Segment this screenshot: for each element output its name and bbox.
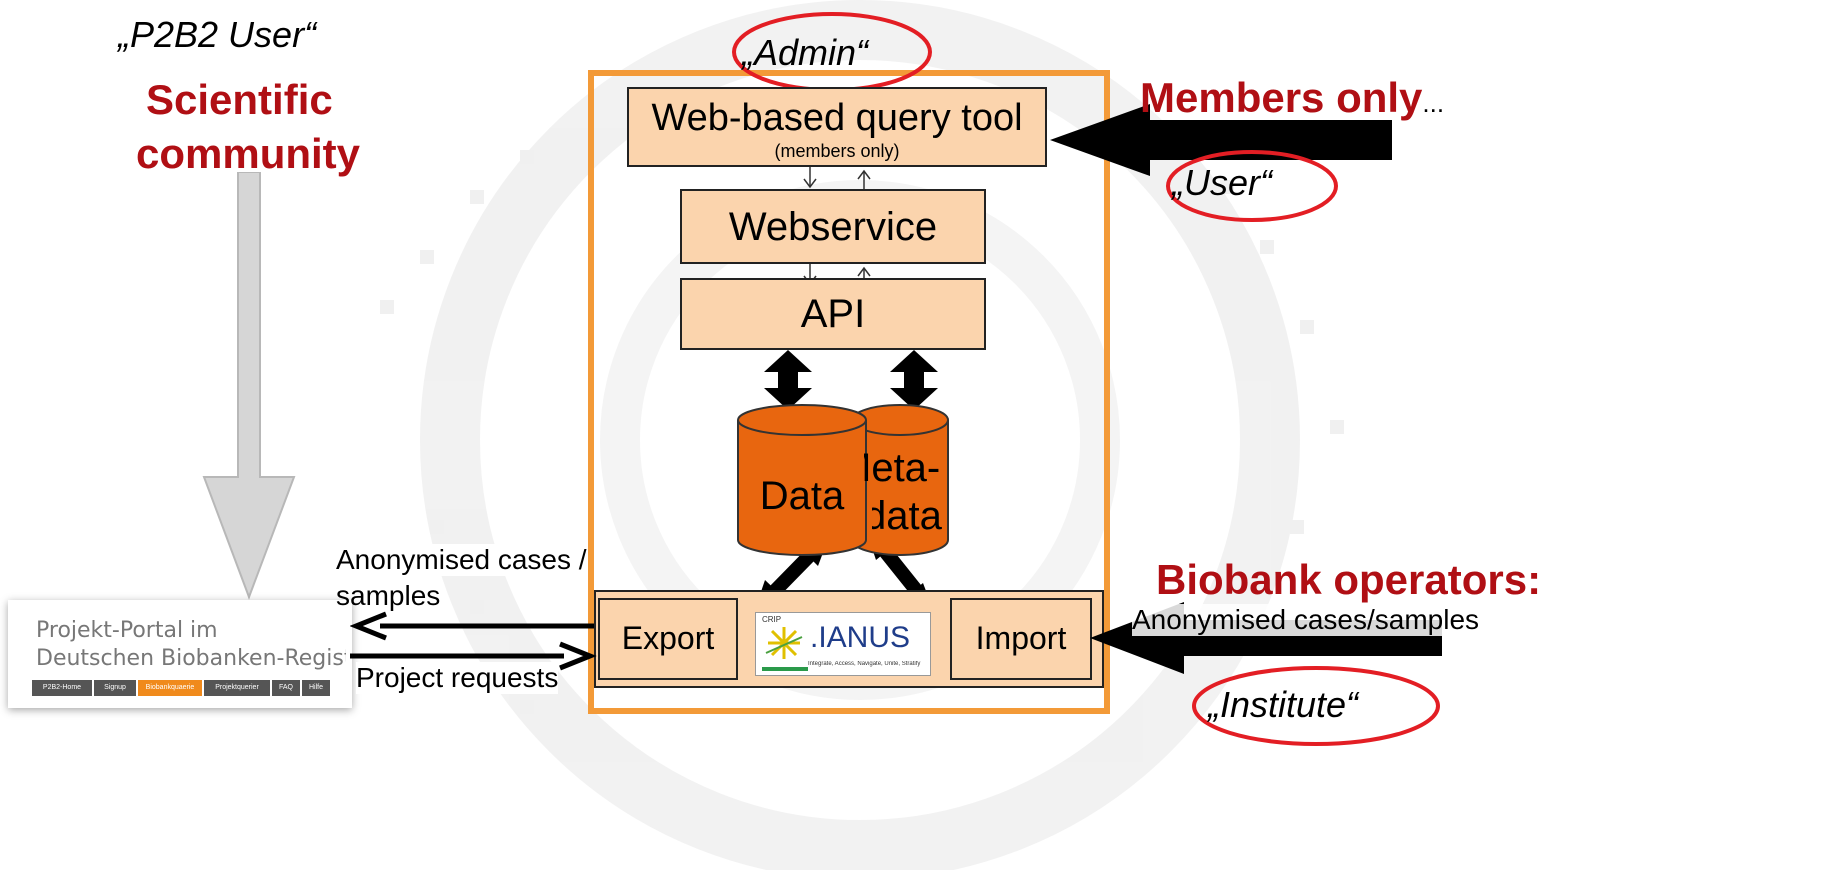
database-cylinders xyxy=(737,404,949,556)
ianus-star-icon xyxy=(765,627,803,659)
portal-exchange-arrows xyxy=(350,611,597,671)
import-label: Import xyxy=(975,620,1067,656)
user-label: „User“ xyxy=(1172,162,1272,203)
ianus-logo: CRIP .IANUS Integrate, Access, Navigate,… xyxy=(755,612,931,676)
db-meta-line2: data xyxy=(872,494,970,534)
portal-nav-item[interactable]: P2B2-Home xyxy=(32,680,92,696)
db-meta-line2-text: data xyxy=(872,494,942,534)
db-data-label: Data xyxy=(759,474,845,518)
ianus-crip-label: CRIP xyxy=(762,615,782,624)
anonymised-left-line1: Anonymised cases / xyxy=(336,544,587,576)
user-ellipse xyxy=(1166,150,1338,222)
scientific-community-line1: Scientific xyxy=(146,76,333,123)
members-only-ellipsis: ... xyxy=(1422,88,1445,118)
p2b2-user-label: „P2B2 User“ xyxy=(118,14,317,55)
scientific-community-line2: community xyxy=(136,130,361,177)
db-meta-line1: Meta- xyxy=(864,446,970,486)
portal-nav-item[interactable]: FAQ xyxy=(272,680,300,696)
system-frame xyxy=(588,70,1110,714)
ianus-green-bar xyxy=(762,667,808,671)
biobank-operators-label: Biobank operators: xyxy=(1156,556,1542,603)
query-webservice-arrows xyxy=(803,167,871,189)
ianus-brand-label: .IANUS xyxy=(810,621,911,654)
query-tool-label: Web-based query tool xyxy=(651,97,1023,139)
portal-screenshot: Projekt-Portal im Deutschen Biobanken-Re… xyxy=(8,600,352,708)
portal-title-line1: Projekt-Portal im xyxy=(36,618,218,643)
db-meta-line1-text: Meta- xyxy=(864,446,941,486)
portal-title-line2: Deutschen Biobanken-Register xyxy=(36,646,346,671)
export-label: Export xyxy=(621,620,715,656)
export-box: Export xyxy=(598,598,738,680)
query-tool-sublabel: (members only) xyxy=(774,141,900,161)
institute-label: „Institute“ xyxy=(1208,684,1359,725)
portal-nav-item[interactable]: Signup xyxy=(94,680,136,696)
portal-nav-item[interactable]: Hilfe xyxy=(302,680,330,696)
members-only-label: Members only... xyxy=(1140,74,1444,122)
anonymised-left-line2: samples xyxy=(336,580,441,611)
import-box: Import xyxy=(950,598,1092,680)
api-box: API xyxy=(680,278,986,350)
portal-nav-item-active[interactable]: Biobankquaerie xyxy=(138,680,202,696)
project-requests-label: Project requests xyxy=(356,662,559,694)
institute-ellipse xyxy=(1192,666,1440,746)
query-tool-box: Web-based query tool (members only) xyxy=(627,87,1047,167)
ianus-tagline: Integrate, Access, Navigate, Unite, Stra… xyxy=(808,661,921,667)
portal-nav: P2B2-Home Signup Biobankquaerie Projektq… xyxy=(32,680,330,696)
members-only-text: Members only xyxy=(1140,74,1423,121)
portal-nav-item[interactable]: Projektquerier xyxy=(204,680,270,696)
anonymised-right-label: Anonymised cases/samples xyxy=(1132,604,1480,636)
community-to-portal-arrow xyxy=(202,172,296,600)
admin-label: „Admin“ xyxy=(742,32,869,73)
webservice-box: Webservice xyxy=(680,189,986,264)
webservice-label: Webservice xyxy=(728,205,938,249)
api-label: API xyxy=(800,292,866,336)
